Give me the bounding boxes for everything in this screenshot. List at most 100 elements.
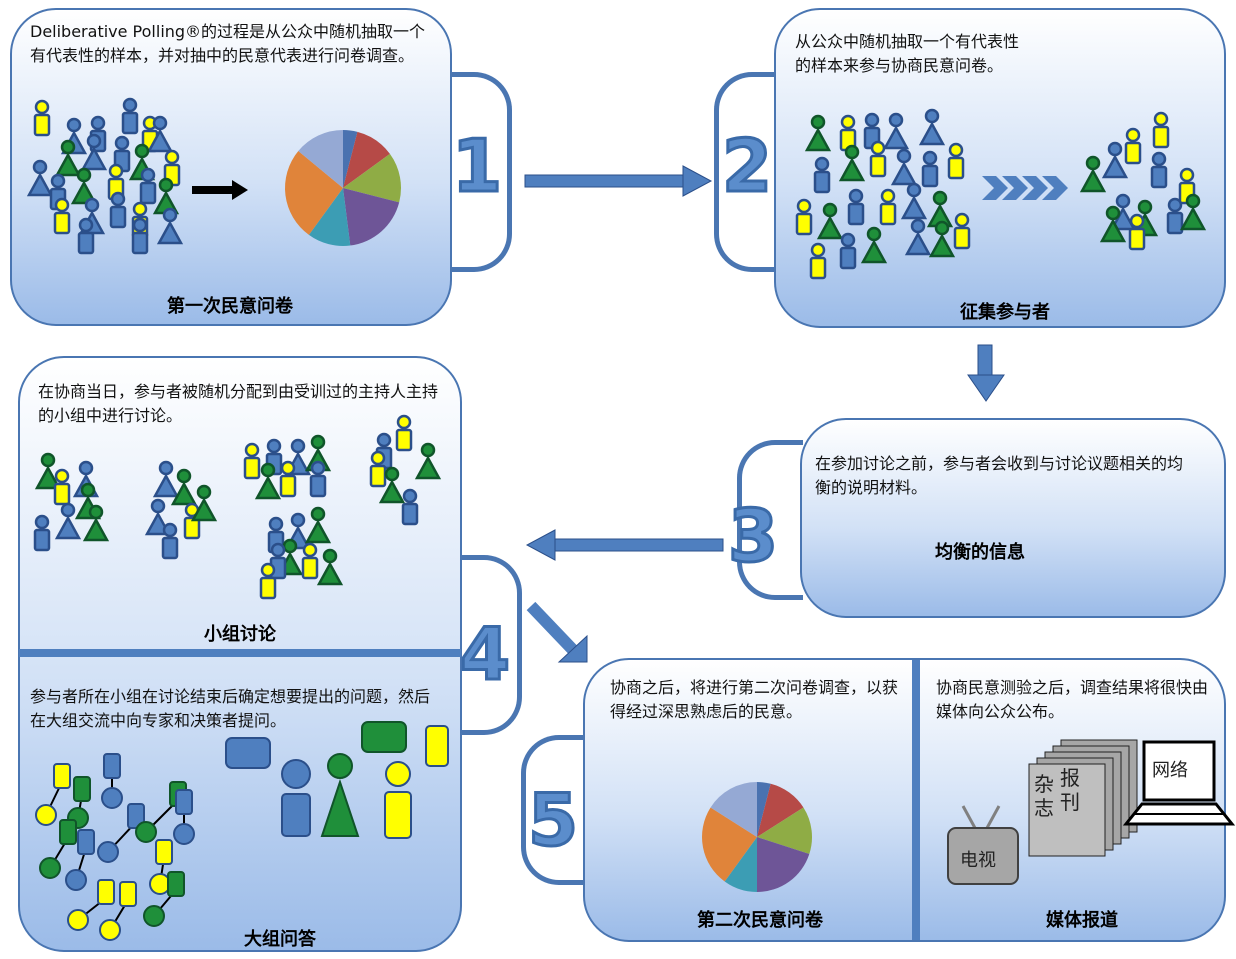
person-icon — [243, 442, 261, 480]
person-icon — [1150, 151, 1168, 189]
step5-survey-description: 协商之后，将进行第二次问卷调查，以获得经过深思熟虑后的民意。 — [610, 678, 899, 721]
person-icon — [414, 442, 442, 480]
arrow-right-icon — [524, 165, 713, 197]
person-icon — [890, 148, 918, 186]
person-icon — [80, 133, 108, 171]
step3-caption: 均衡的信息 — [935, 542, 1025, 563]
speech-bubble-icon — [77, 829, 95, 855]
step5-number: 5 — [526, 778, 579, 862]
person-icon — [1101, 141, 1129, 179]
person-icon — [401, 488, 419, 526]
person-icon — [869, 140, 887, 178]
person-icon — [947, 142, 965, 180]
person-icon — [33, 514, 51, 552]
person-icon — [152, 460, 180, 498]
step4-bracket — [460, 555, 522, 735]
person-icon — [190, 484, 218, 522]
person-icon — [953, 212, 971, 250]
step1-number: 1 — [450, 124, 503, 208]
step3-bracket — [737, 440, 803, 600]
person-icon — [928, 220, 956, 258]
step3-number: 3 — [726, 494, 779, 578]
person-icon — [1099, 205, 1127, 243]
person-icon — [143, 905, 165, 927]
person-icon — [53, 468, 71, 506]
person-icon — [54, 502, 82, 540]
person-icon — [1079, 155, 1107, 193]
speech-bubble-icon — [225, 737, 271, 769]
person-icon — [161, 522, 179, 560]
person-icon — [301, 542, 319, 580]
person-icon — [926, 190, 954, 228]
arrow-right-icon — [192, 180, 248, 200]
person-icon — [259, 562, 277, 600]
person-icon — [879, 188, 897, 226]
person-icon — [1152, 111, 1170, 149]
pie-slice — [285, 151, 343, 235]
tv-icon — [947, 805, 1019, 885]
person-icon — [309, 460, 327, 498]
person-icon — [35, 804, 57, 826]
person-icon — [860, 226, 888, 264]
person-icon — [183, 502, 201, 540]
panel-divider — [912, 660, 920, 940]
person-icon — [1124, 127, 1142, 165]
crowd-population — [795, 108, 971, 280]
step2-number: 2 — [720, 124, 773, 208]
person-icon — [82, 504, 110, 542]
person-icon — [316, 548, 344, 586]
person-icon — [97, 841, 119, 863]
speech-bubble-icon — [73, 776, 91, 802]
speech-bubble-icon — [175, 789, 193, 815]
pie-slice — [298, 130, 343, 188]
arrow-down-icon — [967, 344, 1005, 402]
person-icon — [146, 115, 174, 153]
internet-label: 网络 — [1152, 760, 1188, 781]
person-icon — [99, 919, 121, 941]
arrow-left-icon — [525, 529, 724, 561]
pie-chart-icon — [285, 130, 401, 246]
speech-bubble-icon — [119, 881, 137, 907]
person-icon — [1109, 193, 1137, 231]
step2-description: 从公众中随机抽取一个有代表性的样本来参与协商民意问卷。 — [795, 32, 1020, 75]
pie-slice — [757, 807, 812, 854]
small-groups — [33, 414, 442, 600]
speech-bubble-icon — [97, 879, 115, 905]
speech-bubble-icon — [361, 721, 407, 753]
person-icon — [156, 207, 184, 245]
person-icon — [1128, 213, 1146, 251]
arrow-diagonal-icon — [526, 601, 588, 663]
person-icon — [65, 869, 87, 891]
person-icon — [839, 232, 857, 270]
step3-description: 在参加讨论之前，参与者会收到与讨论议题相关的均衡的说明材料。 — [815, 454, 1184, 497]
person-icon — [900, 182, 928, 220]
person-icon — [26, 159, 54, 197]
panel-balanced-info — [800, 418, 1226, 618]
newspaper-icon — [1028, 739, 1138, 857]
panel-divider — [19, 649, 461, 657]
step4-large-caption: 大组问答 — [244, 929, 316, 950]
person-icon — [395, 414, 413, 452]
person-icon — [921, 150, 939, 188]
person-icon — [109, 191, 127, 229]
pie-slice — [757, 837, 810, 892]
chevrons-icon — [982, 176, 1068, 200]
pie-slice — [343, 131, 390, 188]
person-icon — [904, 218, 932, 256]
person-icon — [33, 99, 51, 137]
pie-slice — [343, 130, 358, 188]
person-icon — [1179, 193, 1207, 231]
tv-label: 电视 — [960, 850, 996, 871]
person-icon — [378, 466, 406, 504]
step4-number: 4 — [458, 612, 511, 696]
person-icon — [1166, 197, 1184, 235]
pie-slice — [724, 837, 757, 892]
newspaper-label: 报刊 — [1060, 766, 1080, 814]
person-icon — [53, 197, 71, 235]
person-icon — [918, 108, 946, 146]
pie-slice — [308, 188, 351, 246]
pie-slice — [757, 783, 804, 837]
step5-bracket — [521, 735, 585, 885]
speech-bubble-icon — [103, 753, 121, 779]
large-group-qa — [35, 721, 449, 941]
